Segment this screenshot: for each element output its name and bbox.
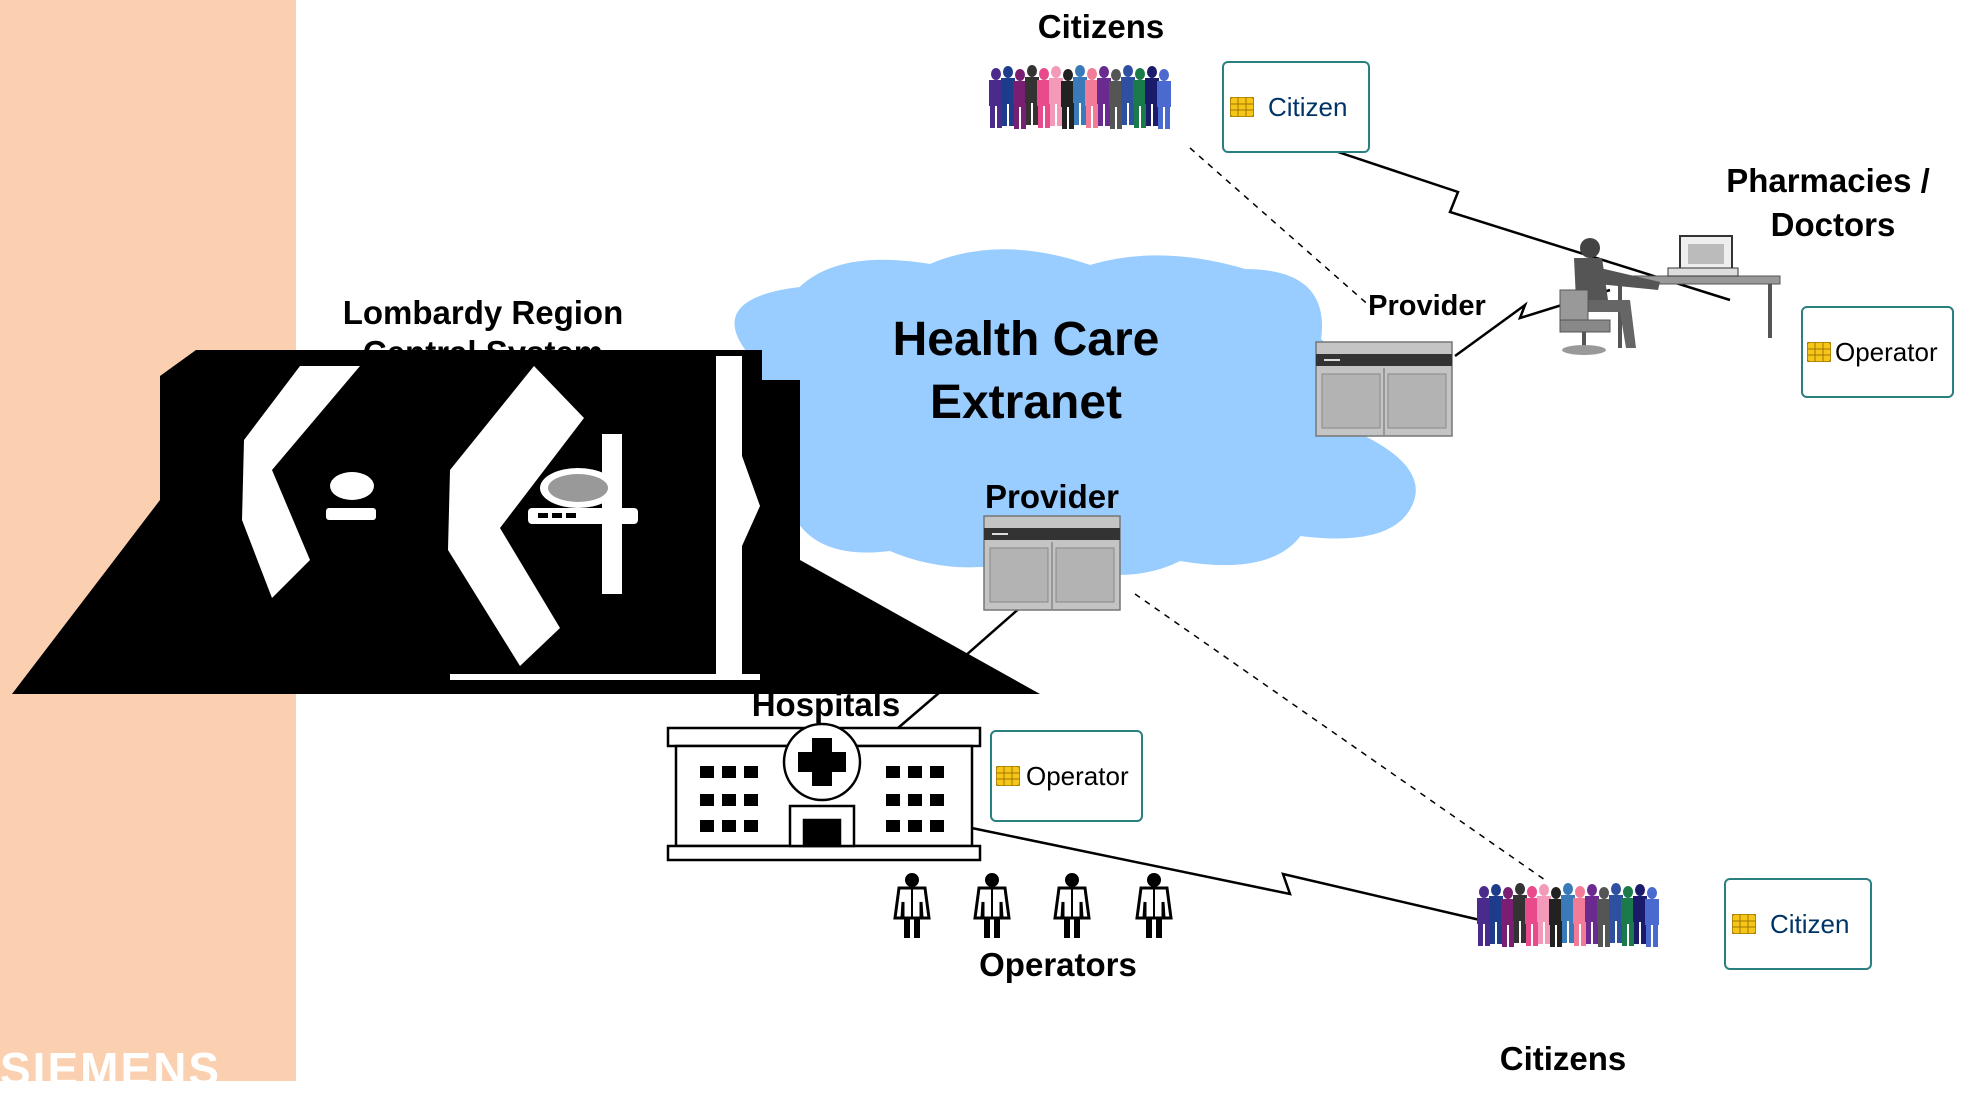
dashed-citizens-to-provider [1189, 147, 1373, 309]
citizen-card-bottom[interactable]: Citizen [1724, 878, 1872, 970]
smart-card-icon [1230, 97, 1254, 117]
lombardy-label-line1: Lombardy Region [343, 294, 624, 331]
central-system-icon [12, 350, 1040, 694]
citizen-card-top[interactable]: Citizen [1222, 61, 1370, 153]
operator-card-right[interactable]: Operator [1801, 306, 1954, 398]
medical-staff-icon [893, 871, 931, 940]
operators-label: Operators [979, 946, 1137, 983]
link-provider-to-pharmacy [1454, 288, 1611, 358]
pharmacies-label-line1: Pharmacies / [1726, 162, 1930, 199]
cloud-icon [717, 249, 1416, 575]
citizen-card-bottom-label: Citizen [1770, 908, 1850, 939]
medical-staff-icon [1135, 871, 1173, 940]
smart-card-icon [996, 766, 1020, 786]
operator-card-hospital-label: Operator [1026, 760, 1129, 791]
smart-card-icon [1807, 342, 1831, 362]
workstation-user-icon [1559, 235, 1781, 355]
operator-card-right-label: Operator [1835, 336, 1938, 367]
cloud-label-line2: Extranet [930, 376, 1122, 429]
hospital-icon [666, 722, 982, 862]
dashed-links [1134, 147, 1546, 881]
lombardy-label-line2: Central System [363, 334, 603, 371]
dashed-provider-to-citizens [1134, 593, 1546, 881]
smart-card-icon [1732, 914, 1756, 934]
citizens-crowd-bottom-icon [1477, 883, 1659, 947]
citizens-bottom-label: Citizens [1500, 1040, 1627, 1077]
provider-right-label: Provider [1368, 290, 1486, 322]
pharmacies-label-line2: Doctors [1771, 206, 1896, 243]
link-hospital-to-citizens [961, 824, 1481, 922]
operator-card-hospital[interactable]: Operator [990, 730, 1143, 822]
provider-server-center-icon [983, 515, 1121, 611]
provider-server-right-icon [1315, 341, 1453, 437]
citizens-top-label: Citizens [1038, 8, 1165, 45]
medical-staff-icon [1053, 871, 1091, 940]
citizens-crowd-top-icon [989, 65, 1171, 129]
hospitals-label: Hospitals [752, 686, 901, 723]
citizen-card-top-label: Citizen [1268, 91, 1348, 122]
medical-staff-icon [973, 871, 1011, 940]
provider-center-label: Provider [985, 478, 1119, 515]
cloud-label-line1: Health Care [893, 313, 1160, 366]
